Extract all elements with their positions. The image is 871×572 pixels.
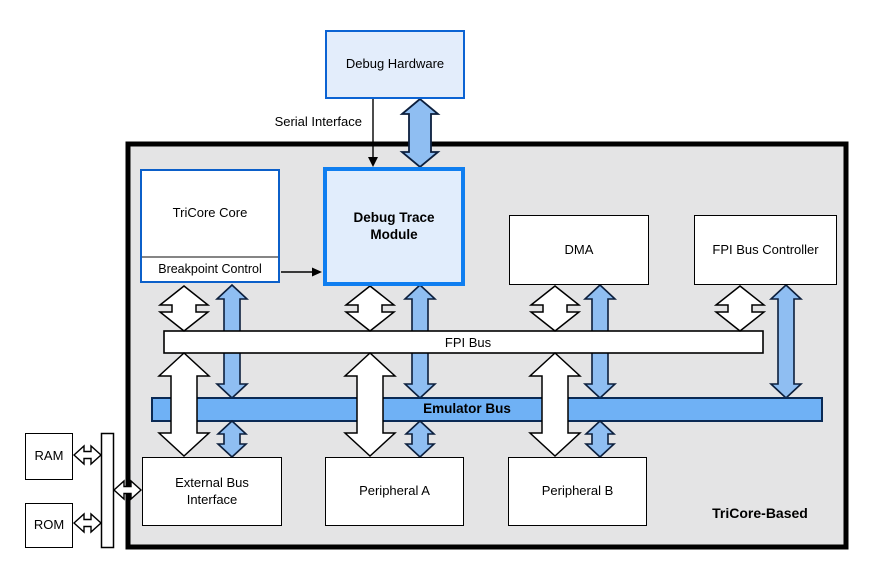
rom-label: ROM xyxy=(33,517,65,533)
double-arrow-ram-membus xyxy=(72,444,103,466)
peripheral-b-box: Peripheral B xyxy=(508,457,647,526)
peripheral-a-label: Peripheral A xyxy=(359,483,430,499)
emulator-bus-label: Emulator Bus xyxy=(423,401,511,416)
ram-box: RAM xyxy=(25,433,73,480)
external-bus-interface-box: External Bus Interface xyxy=(142,457,282,526)
dma-label: DMA xyxy=(564,241,594,257)
blue-arrow-debughw-dtm xyxy=(399,97,441,169)
white-arrow-fpibus-ebi xyxy=(157,351,211,458)
fpi-bus-controller-box: FPI Bus Controller xyxy=(694,215,837,285)
tricore-core-label: TriCore Core xyxy=(172,205,248,221)
white-arrow-fpibus-peripheral-a xyxy=(343,351,397,458)
white-arrow-dtm-fpibus xyxy=(343,285,397,332)
double-arrow-rom-membus xyxy=(72,512,103,534)
dma-box: DMA xyxy=(509,215,649,285)
serial-interface-label: Serial Interface xyxy=(274,114,362,129)
breakpoint-to-dtm-arrowhead xyxy=(312,267,322,277)
breakpoint-control-section: Breakpoint Control xyxy=(142,258,278,281)
double-arrow-membus-ebi xyxy=(112,479,143,501)
serial-interface-arrowhead xyxy=(368,157,378,167)
debug-trace-module-label: Debug Trace Module xyxy=(353,209,435,242)
tricore-core-box: TriCore Core Breakpoint Control xyxy=(140,169,280,283)
white-arrow-fpicontroller-fpibus xyxy=(713,285,767,332)
peripheral-b-label: Peripheral B xyxy=(541,483,614,499)
external-bus-interface-label: External Bus Interface xyxy=(175,475,249,507)
debug-hardware-box: Debug Hardware xyxy=(325,30,465,99)
fpi-bus-bar xyxy=(163,330,764,354)
emulator-bus-bar xyxy=(151,397,823,422)
breakpoint-control-label: Breakpoint Control xyxy=(158,261,262,276)
ram-label: RAM xyxy=(34,448,64,464)
tricore-core-section: TriCore Core xyxy=(142,171,278,256)
white-arrow-tricore-fpibus xyxy=(157,285,211,332)
tricore-based-label: TriCore-Based xyxy=(712,505,808,521)
white-arrow-dma-fpibus xyxy=(528,285,582,332)
debug-trace-module-box: Debug Trace Module xyxy=(323,167,465,286)
fpi-bus-controller-label: FPI Bus Controller xyxy=(712,241,819,257)
white-arrow-fpibus-peripheral-b xyxy=(528,351,582,458)
peripheral-a-box: Peripheral A xyxy=(325,457,464,526)
rom-box: ROM xyxy=(25,503,73,548)
debug-hardware-label: Debug Hardware xyxy=(345,56,445,72)
fpi-bus-label: FPI Bus xyxy=(444,335,492,350)
tricore-divider xyxy=(142,256,278,258)
external-memory-bus-bar xyxy=(100,432,115,549)
